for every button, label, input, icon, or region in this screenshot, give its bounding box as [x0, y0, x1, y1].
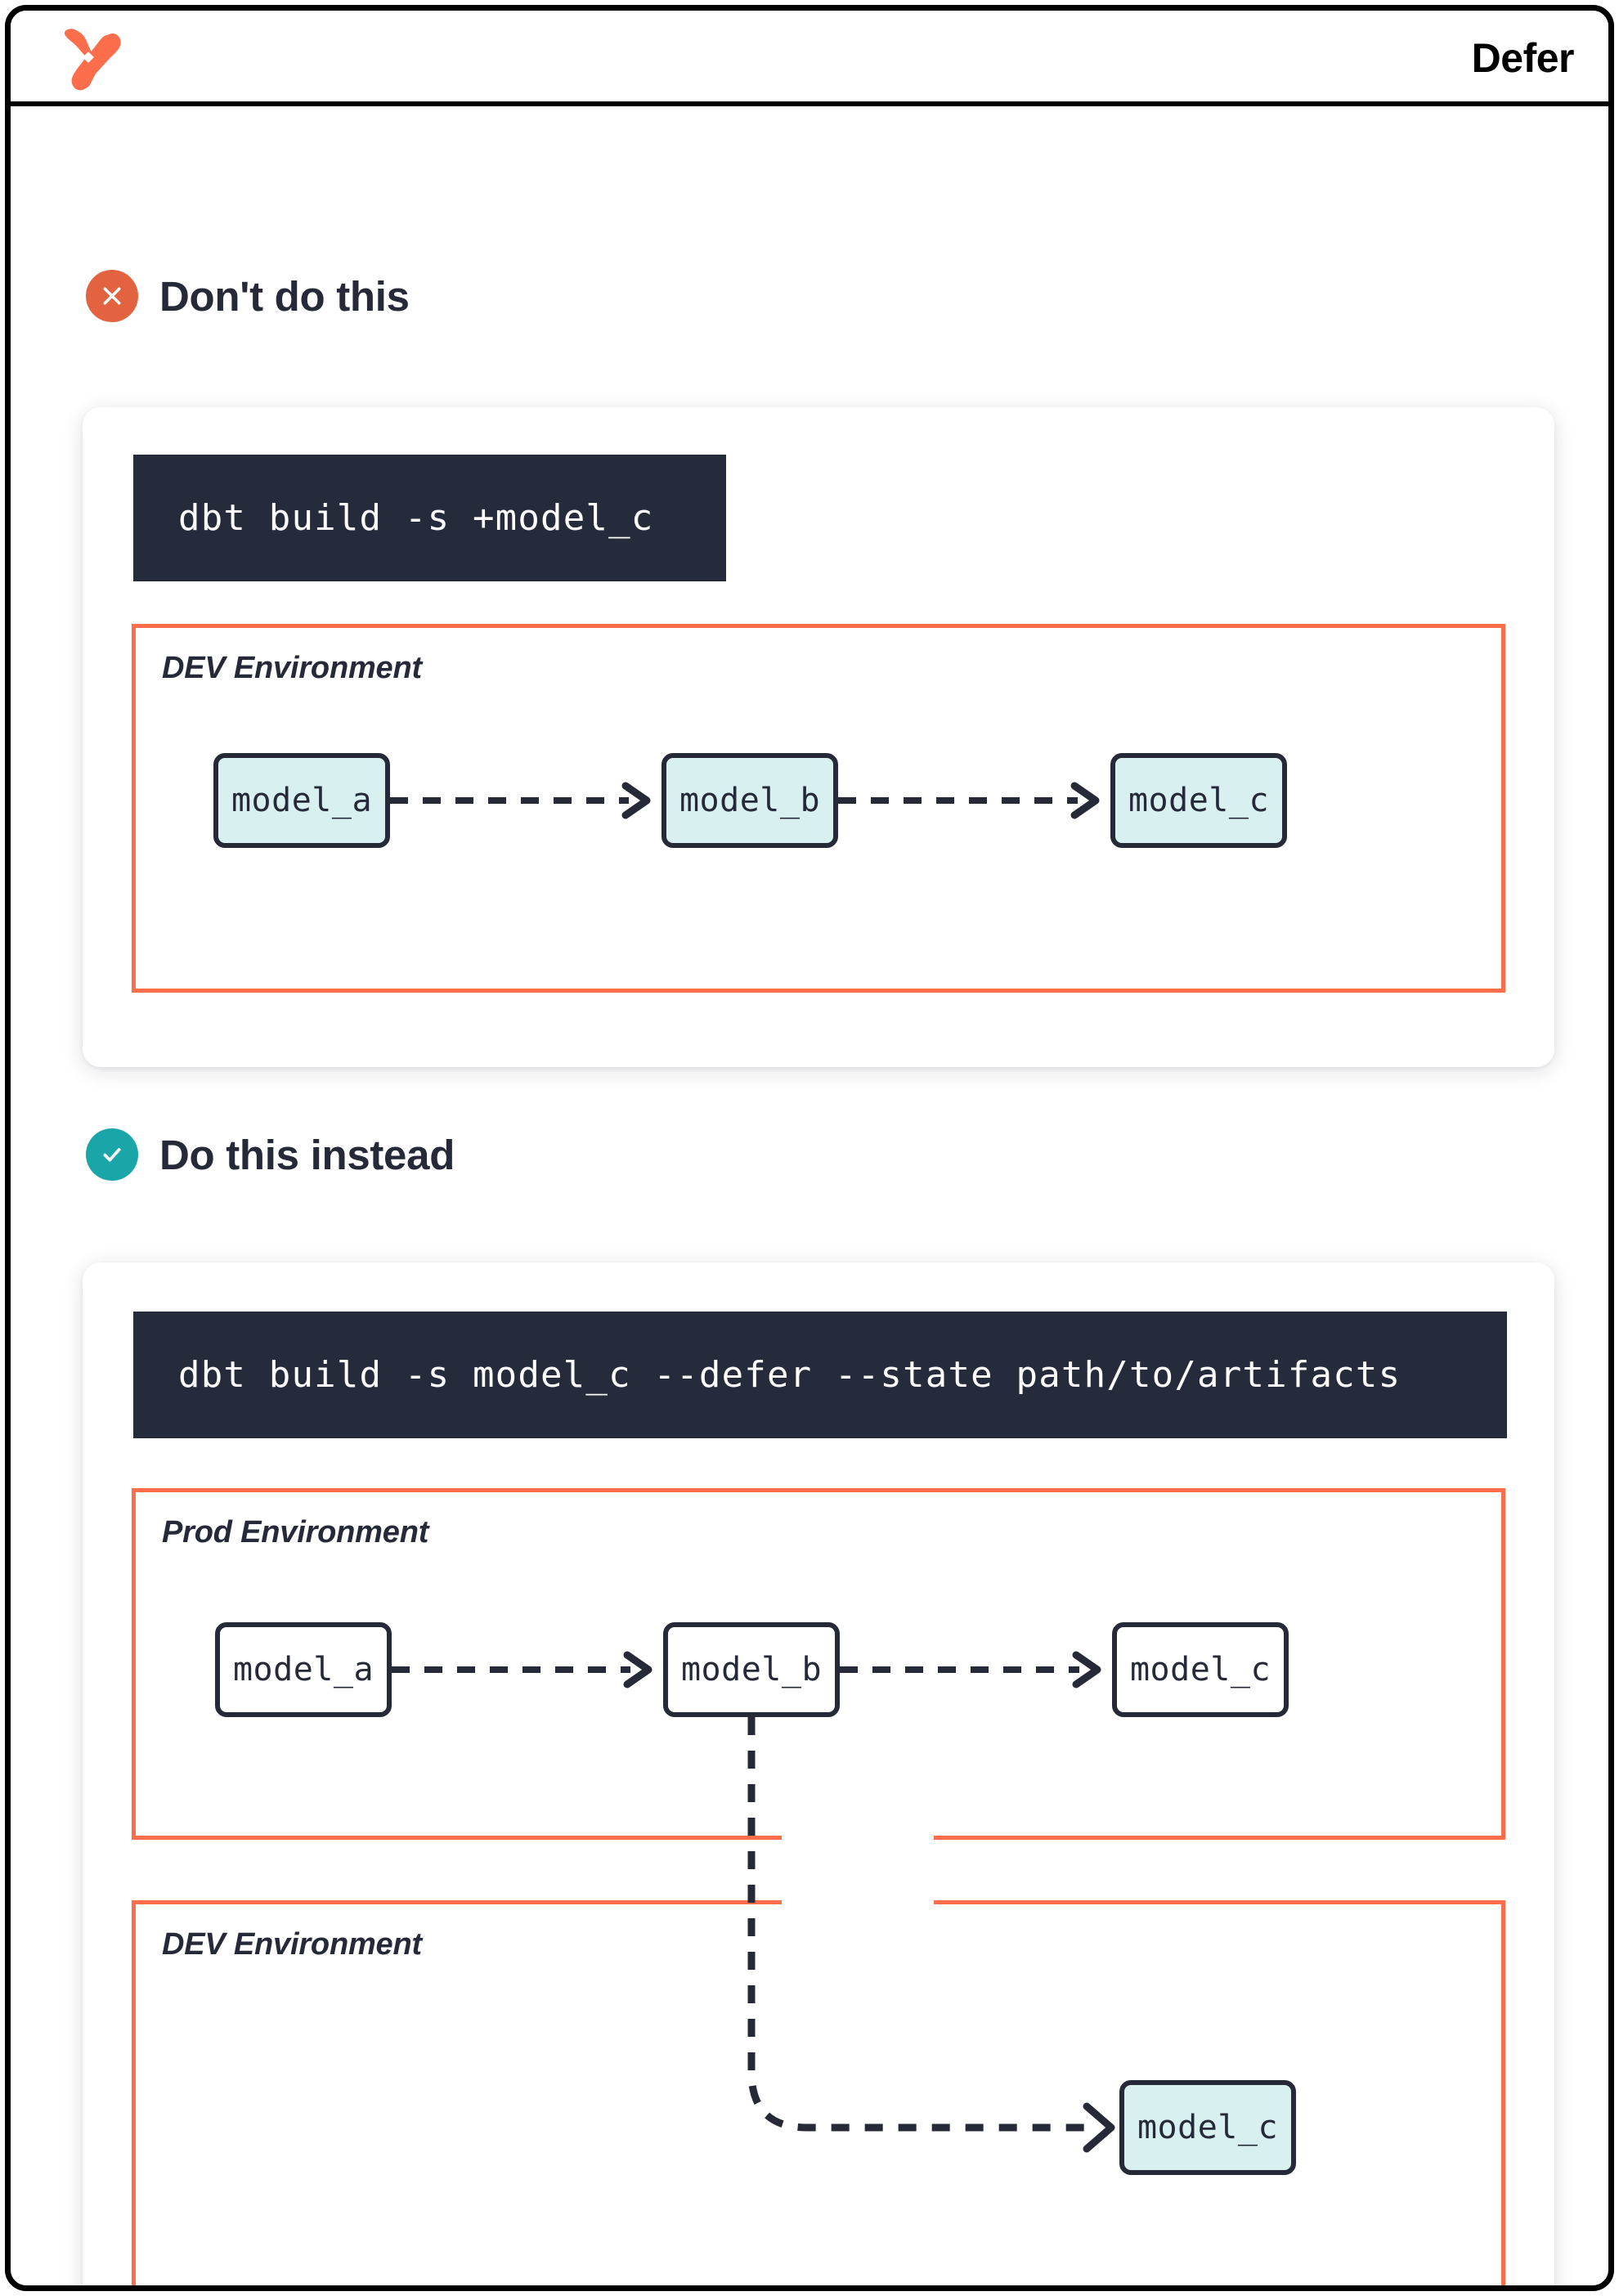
- node-model-c-prod-do[interactable]: model_c: [1112, 1622, 1289, 1717]
- section-header-dont: Don't do this: [86, 270, 410, 322]
- node-model-c-dev-do[interactable]: model_c: [1119, 2080, 1296, 2175]
- command-block-dont[interactable]: dbt build -s +model_c: [133, 455, 726, 581]
- edge-defer-prod-model-b-to-dev-model-c: [720, 1712, 1129, 2153]
- check-icon: [86, 1128, 138, 1181]
- section-title-dont: Don't do this: [159, 272, 410, 320]
- card-do: dbt build -s model_c --defer --state pat…: [83, 1262, 1554, 2285]
- node-model-c-dev-dont[interactable]: model_c: [1110, 753, 1287, 848]
- device-frame: Defer Don't do this dbt build -s +model_…: [5, 5, 1614, 2291]
- section-header-do: Do this instead: [86, 1128, 455, 1181]
- env-label-dev-do: DEV Environment: [162, 1927, 422, 1962]
- env-label-dev-dont: DEV Environment: [162, 651, 422, 685]
- node-model-a-prod-do[interactable]: model_a: [215, 1622, 392, 1717]
- node-model-a-dev-dont[interactable]: model_a: [213, 753, 390, 848]
- edge-model-a-to-model-b-dont: [390, 782, 662, 819]
- command-block-do[interactable]: dbt build -s model_c --defer --state pat…: [133, 1312, 1507, 1438]
- top-bar: Defer: [11, 11, 1608, 106]
- card-dont: dbt build -s +model_c DEV Environment mo…: [83, 407, 1554, 1067]
- node-model-b-prod-do[interactable]: model_b: [663, 1622, 840, 1717]
- edge-model-b-to-model-c-dont: [838, 782, 1110, 819]
- dbt-logo-icon: [53, 22, 123, 92]
- env-box-dev-dont: DEV Environment: [132, 624, 1505, 993]
- page-title: Defer: [1471, 35, 1575, 81]
- env-border-gap-prod: [782, 1828, 934, 1846]
- node-model-b-dev-dont[interactable]: model_b: [662, 753, 838, 848]
- env-label-prod-do: Prod Environment: [162, 1515, 429, 1549]
- section-title-do: Do this instead: [159, 1131, 455, 1178]
- env-border-gap-dev: [782, 1894, 934, 1912]
- edge-model-b-to-model-c-prod: [840, 1651, 1112, 1688]
- x-icon: [86, 270, 138, 322]
- edge-model-a-to-model-b-prod: [392, 1651, 663, 1688]
